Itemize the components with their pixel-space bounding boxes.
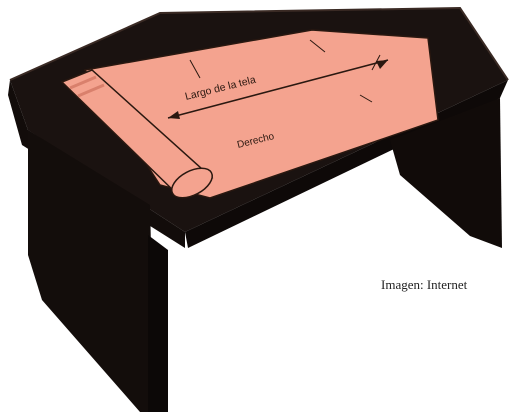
table-leg-front (148, 235, 168, 412)
image-credit: Imagen: Internet (381, 277, 467, 293)
